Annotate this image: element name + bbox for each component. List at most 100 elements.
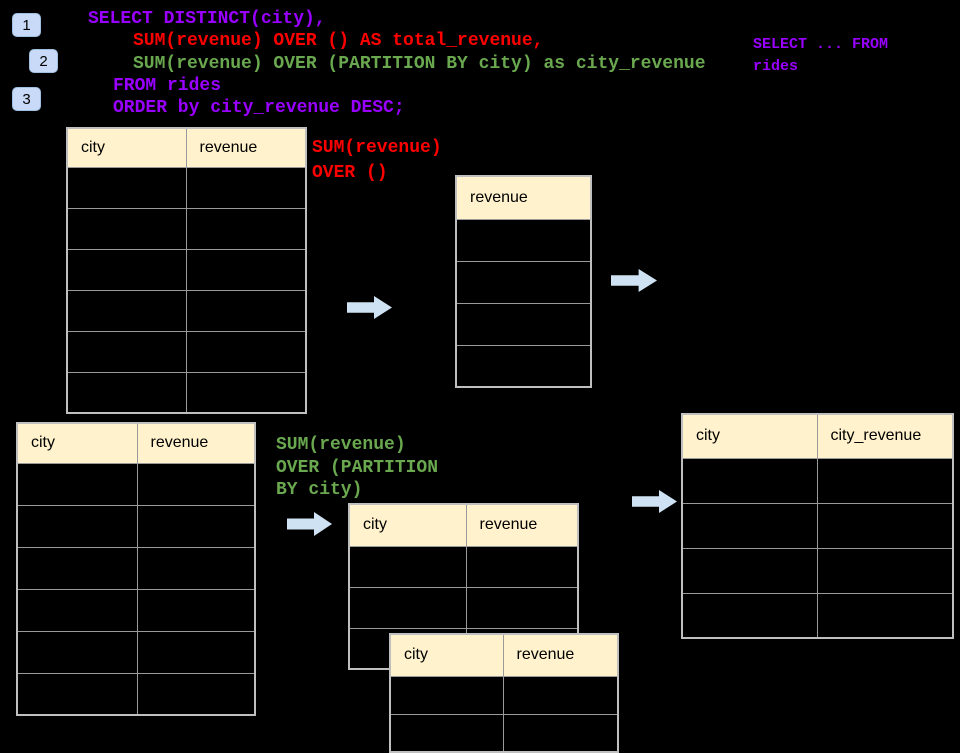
table-row [16,546,256,590]
table-row [66,248,307,291]
table-body [16,462,256,716]
step-badge-1: 1 [12,13,41,37]
column-header-city: city [681,413,818,459]
right-arrow-icon [611,269,657,292]
header-row: city revenue [16,422,256,464]
column-header-revenue: revenue [465,503,579,547]
column-header-revenue: revenue [455,175,592,220]
empty-cell [185,371,307,414]
empty-cell [455,344,592,388]
sql-line-order-by: ORDER by city_revenue DESC; [113,98,405,118]
table-row [681,457,954,504]
table-row [16,588,256,632]
empty-cell [16,546,138,590]
table-row [455,302,592,346]
table-row [66,371,307,414]
header-row: city revenue [348,503,579,547]
empty-cell [816,502,954,549]
right-arrow-icon [632,490,677,513]
sql-line-city-revenue: SUM(revenue) OVER (PARTITION BY city) as… [133,54,706,74]
empty-cell [389,675,504,715]
table-row [455,218,592,262]
table-body [681,457,954,639]
table-row [348,545,579,588]
empty-cell [66,207,187,250]
table-row [348,586,579,629]
empty-cell [816,457,954,504]
table-row [455,260,592,304]
empty-cell [16,630,138,674]
table-body [455,218,592,388]
column-header-revenue: revenue [502,633,619,677]
table-body [389,675,619,753]
table-row [66,166,307,209]
empty-cell [185,289,307,332]
empty-cell [16,504,138,548]
column-header-city-revenue: city_revenue [816,413,954,459]
sql-line-from: FROM rides [113,76,222,96]
empty-cell [816,547,954,594]
empty-cell [185,207,307,250]
empty-cell [455,302,592,346]
annotation-partition-line-1: SUM(revenue) [276,435,406,455]
empty-cell [16,462,138,506]
empty-cell [185,166,307,209]
table-row [16,504,256,548]
empty-cell [16,672,138,716]
city-revenue-result-table: city city_revenue [681,413,954,639]
table-row [66,289,307,332]
empty-cell [502,675,619,715]
source-table-top: city revenue [66,127,307,414]
side-note-line-1: SELECT ... FROM [753,36,889,53]
side-note-line-2: rides [753,58,799,75]
annotation-total-line-1: SUM(revenue) [312,138,442,158]
empty-cell [816,592,954,639]
table-row [681,547,954,594]
table-row [681,502,954,549]
column-header-city: city [389,633,504,677]
annotation-partition-line-3: BY city) [276,480,363,500]
empty-cell [681,502,818,549]
right-arrow-icon [347,296,392,319]
partition-table-front: city revenue [389,633,619,753]
sql-line-select: SELECT DISTINCT(city), [88,9,326,29]
table-body [66,166,307,414]
empty-cell [66,330,187,373]
table-row [66,330,307,373]
column-header-city: city [16,422,138,464]
table-row [455,344,592,388]
empty-cell [66,371,187,414]
empty-cell [136,546,256,590]
table-row [66,207,307,250]
empty-cell [185,248,307,291]
header-row: city city_revenue [681,413,954,459]
header-row: revenue [455,175,592,220]
table-row [681,592,954,639]
table-row [389,675,619,715]
empty-cell [348,586,467,629]
step-badge-3: 3 [12,87,41,111]
total-revenue-result-table: revenue [455,175,592,388]
empty-cell [681,457,818,504]
table-row [16,630,256,674]
right-arrow-icon [287,512,332,536]
empty-cell [136,672,256,716]
empty-cell [16,588,138,632]
header-row: city revenue [66,127,307,168]
header-row: city revenue [389,633,619,677]
annotation-total-line-2: OVER () [312,163,388,183]
empty-cell [455,218,592,262]
empty-cell [136,504,256,548]
empty-cell [136,462,256,506]
empty-cell [465,586,579,629]
table-row [16,672,256,716]
empty-cell [66,248,187,291]
empty-cell [136,630,256,674]
column-header-revenue: revenue [136,422,256,464]
column-header-revenue: revenue [185,127,307,168]
empty-cell [681,592,818,639]
sql-line-total-revenue: SUM(revenue) OVER () AS total_revenue, [133,31,544,51]
empty-cell [66,289,187,332]
empty-cell [465,545,579,588]
table-row [16,462,256,506]
